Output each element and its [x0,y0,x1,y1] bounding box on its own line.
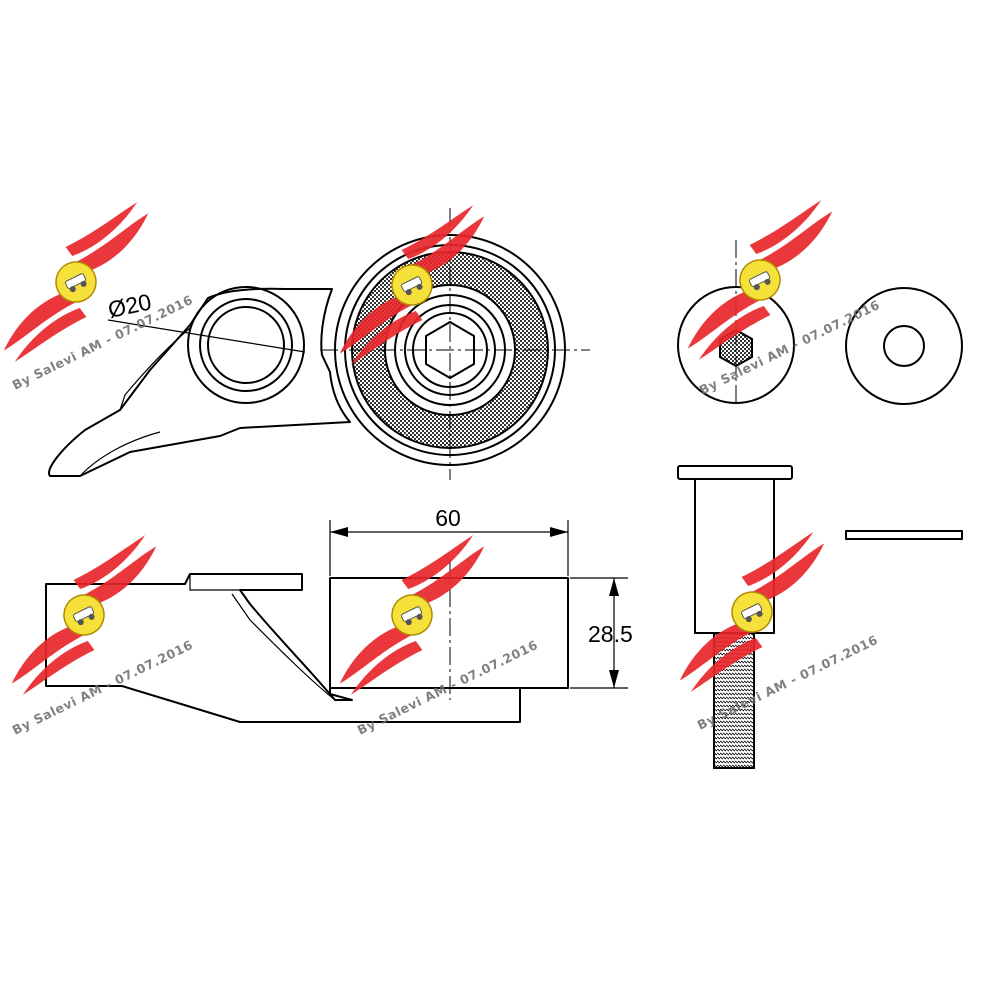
pulley-side-profile [329,577,569,689]
width-arrow-left [330,527,348,537]
height-arrow-bottom [609,670,619,688]
pivot-bore-outer [187,286,305,404]
tensioner-arm [48,287,351,477]
height-arrow-top [609,578,619,596]
width-label: 60 [435,505,461,531]
washer-inner [883,325,925,367]
washer-outer [845,287,963,405]
pivot-bore-middle [199,298,293,392]
washer-view [845,287,963,405]
watermark-logo-icon [0,532,190,698]
tensioner-front-view: Ø20 [48,208,590,480]
tensioner-side-view: 60 28.5 [45,505,633,723]
height-label: 28.5 [588,621,633,647]
bore-diameter-leader [107,319,306,353]
arm-side-profile [45,573,521,723]
washer-side-view [845,530,963,540]
width-arrow-right [550,527,568,537]
pivot-bore-inner [207,306,285,384]
bolt-head-flange [677,465,793,480]
watermark-logo-icon [654,197,866,363]
